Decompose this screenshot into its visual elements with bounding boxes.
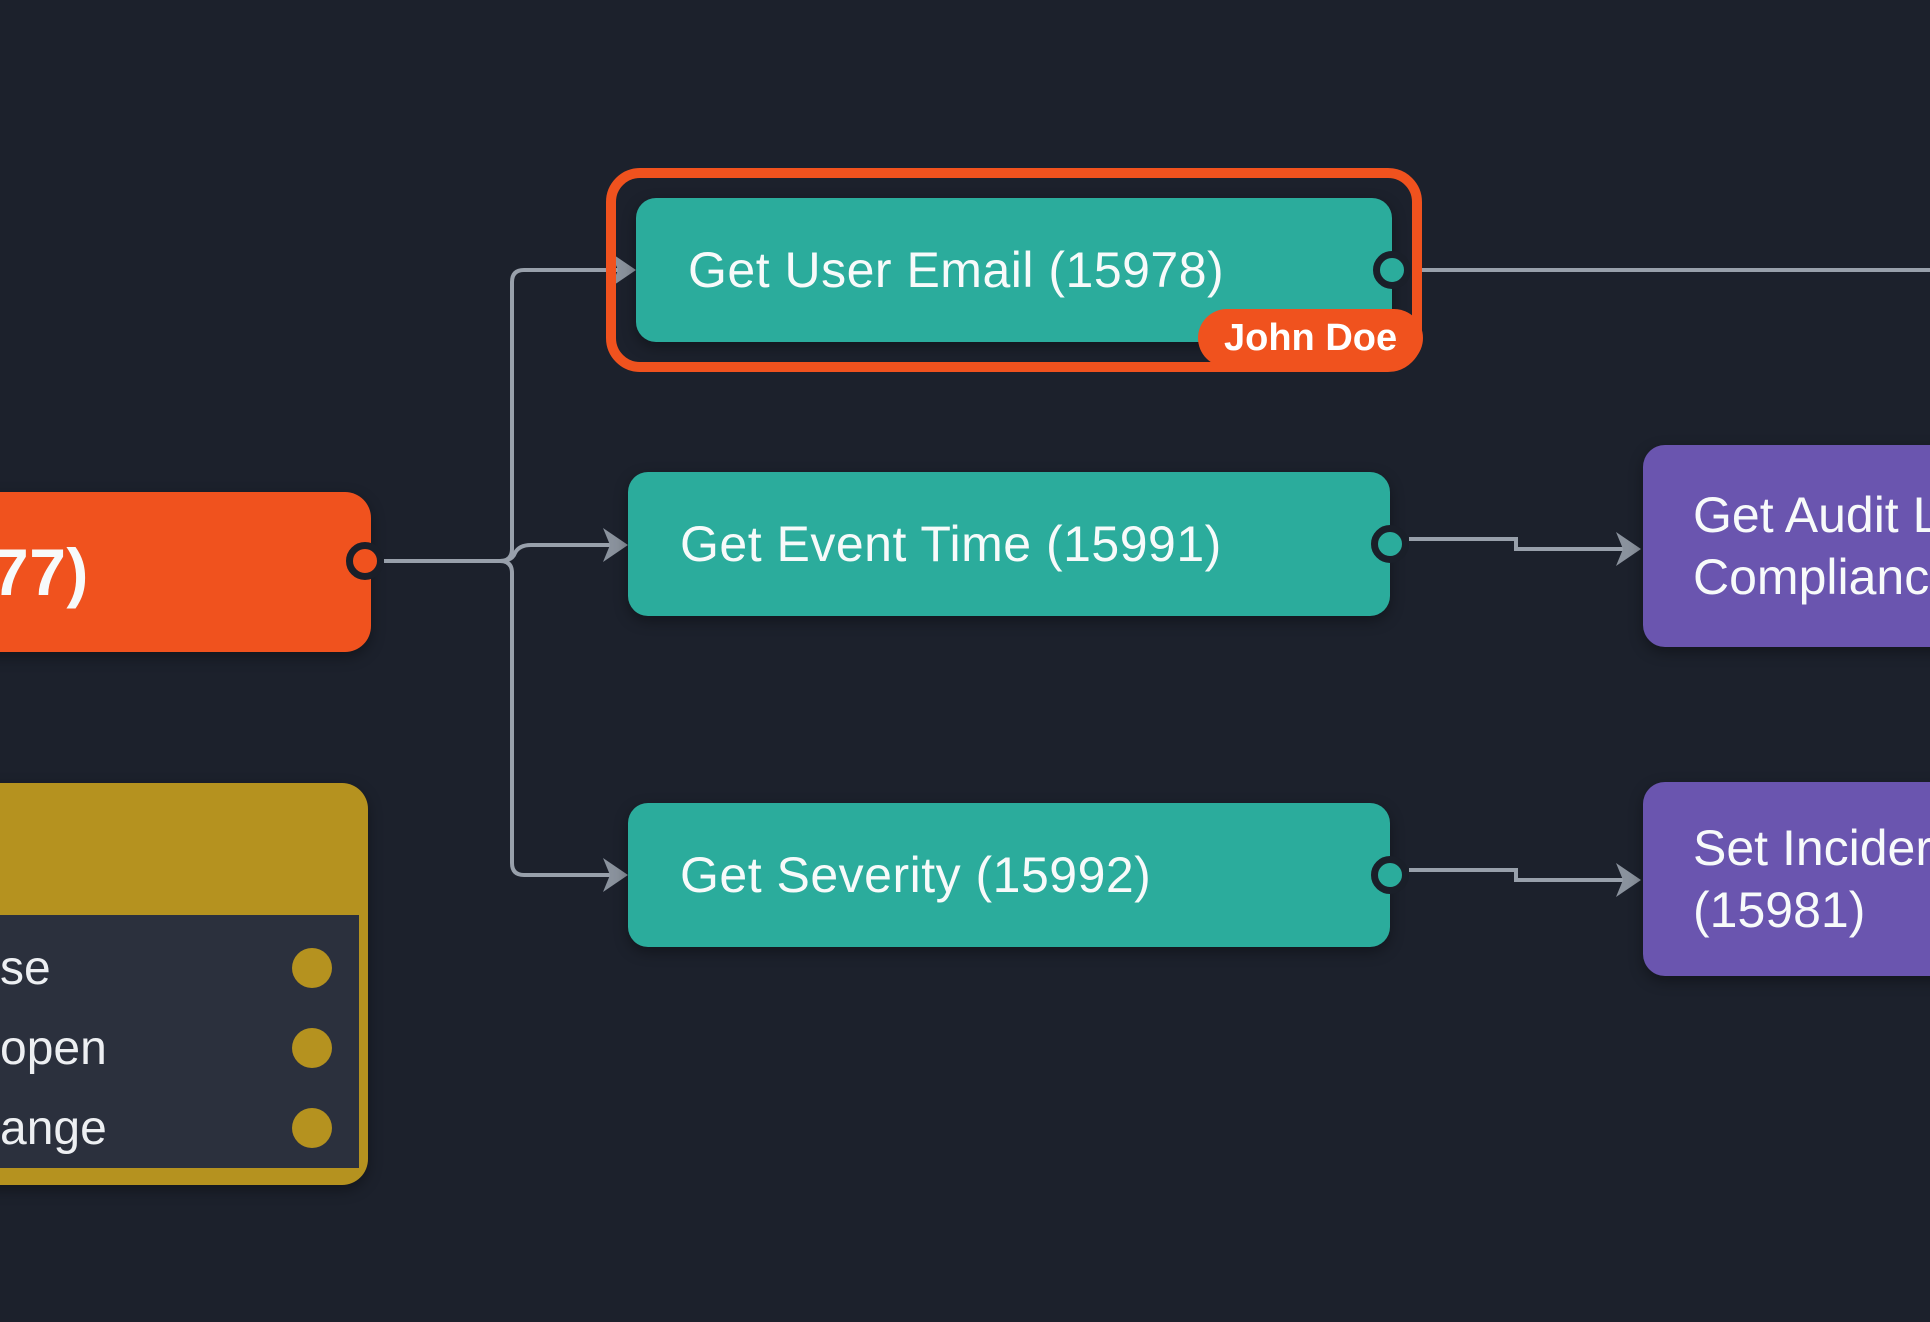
arrowhead-user-email [611,253,636,287]
edge-trigger-to-severity [384,559,612,877]
port-get-user-email-output[interactable] [1373,251,1411,289]
condition-branch-row: open [0,1017,359,1079]
condition-branch-label: open [0,1021,107,1075]
node-trigger-label: 77) [0,535,89,609]
edge-event-time-to-audit [1409,537,1624,551]
assignee-badge: John Doe [1198,309,1424,367]
port-condition-branch-2[interactable] [292,1028,332,1068]
arrowhead-audit [1616,532,1641,566]
node-get-severity-label: Get Severity (15992) [680,847,1152,903]
condition-branch-row: ange [0,1097,359,1159]
port-get-event-time-output[interactable] [1371,525,1409,563]
node-get-audit-log-label: Get Audit L Complianc [1693,487,1930,605]
edge-severity-to-incident [1409,868,1624,882]
node-get-user-email[interactable]: Get User Email (15978) [636,198,1392,342]
port-condition-branch-1[interactable] [292,948,332,988]
port-get-severity-output[interactable] [1371,856,1409,894]
node-get-audit-log[interactable]: Get Audit L Complianc [1643,445,1930,647]
node-get-severity[interactable]: Get Severity (15992) [628,803,1390,947]
arrowhead-incident [1616,863,1641,897]
node-get-user-email-label: Get User Email (15978) [688,242,1225,298]
arrowhead-severity [603,858,628,892]
node-condition[interactable]: se open ange [0,783,368,1185]
node-get-event-time[interactable]: Get Event Time (15991) [628,472,1390,616]
edge-trigger-to-event-time [384,543,612,563]
node-set-incident-label: Set Incider (15981) [1693,820,1930,938]
port-condition-branch-3[interactable] [292,1108,332,1148]
condition-branch-panel: se open ange [0,915,359,1168]
condition-branch-label: ange [0,1101,107,1155]
node-set-incident[interactable]: Set Incider (15981) [1643,782,1930,976]
arrowhead-event-time [603,528,628,562]
condition-branch-row: se [0,937,359,999]
condition-branch-label: se [0,941,51,995]
node-trigger[interactable]: 77) [0,492,371,652]
node-get-event-time-label: Get Event Time (15991) [680,516,1222,572]
port-trigger-output[interactable] [346,542,384,580]
edge-trigger-to-user-email [384,268,618,563]
